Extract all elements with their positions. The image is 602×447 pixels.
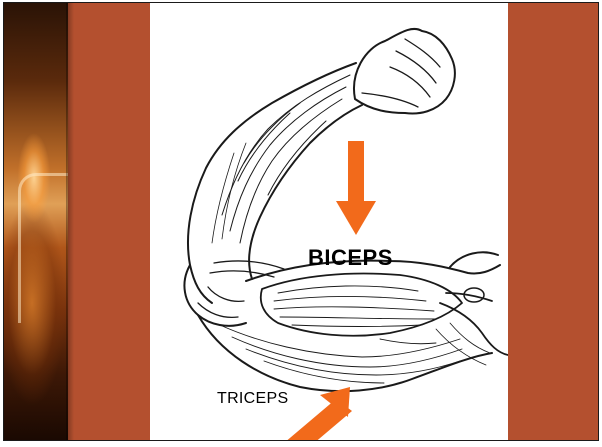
photo-edge-shadow: [66, 3, 74, 440]
content-panel: BICEPS TRICEPS: [150, 3, 508, 440]
knuckle-line-3: [390, 67, 430, 97]
slide: BICEPS TRICEPS: [3, 2, 599, 441]
arm-muscle-illustration: [150, 3, 508, 440]
arrow-down-icon: [336, 141, 376, 235]
knuckle-line-2: [396, 51, 436, 83]
knuckle-line-1: [405, 39, 440, 67]
thumb-line: [362, 93, 418, 107]
shoulder-outline: [450, 252, 498, 267]
beaker-photo-strip: [4, 3, 68, 440]
triceps-label: TRICEPS: [217, 390, 288, 408]
beaker-rim: [18, 173, 68, 323]
arrow-up-right-icon: [284, 387, 352, 440]
biceps-label: BICEPS: [308, 245, 393, 271]
